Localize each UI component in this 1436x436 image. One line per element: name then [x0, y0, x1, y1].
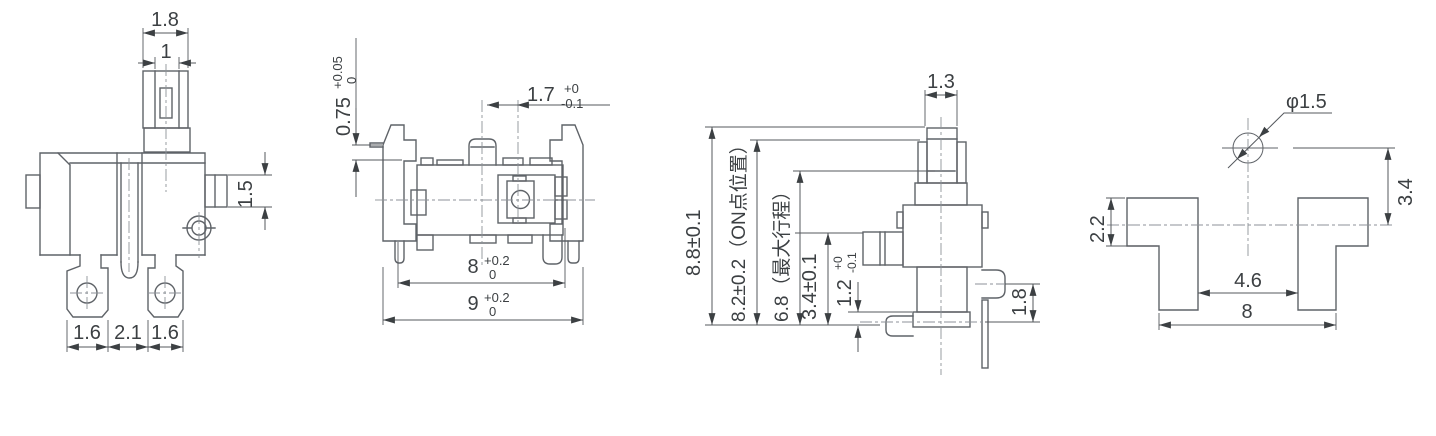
top-view-dimensions: 0.75 +0.05 0 1.7 +0 -0.1 8 +0.2 0 9 +0.2… — [330, 38, 610, 325]
dim-pad-height: 2.2 — [1087, 215, 1109, 243]
dim-terminal-gap: 2.1 — [114, 322, 142, 344]
dim-terminal-height-tol-upper: +0 — [831, 256, 845, 270]
dim-hole-diameter: φ1.5 — [1286, 91, 1327, 113]
side-view-centerlines — [860, 117, 1012, 375]
dim-terminal-height-value: 1.2 — [834, 279, 856, 307]
dim-right-terminal-width: 1.6 — [151, 322, 179, 344]
dim-overall-width-value: 9 — [467, 293, 478, 315]
dim-flange-step-value: 0.75 — [333, 97, 355, 136]
dim-body-width-tol-upper: +0.2 — [484, 253, 510, 268]
dim-flange-step-tol-lower: 0 — [344, 77, 359, 84]
dim-left-terminal-width: 1.6 — [73, 322, 101, 344]
dim-max-travel-height: 6.8（最大行程） — [771, 182, 793, 322]
pcb-layout-view: φ1.5 2.2 3.4 4.6 8 — [1087, 91, 1417, 330]
side-view-outline — [862, 127, 1006, 369]
front-view-outline — [25, 70, 228, 318]
front-view-centerlines — [70, 64, 200, 312]
dim-overall-width-tol-lower: 0 — [489, 304, 496, 319]
front-view: 1.8 1 1.5 1.6 2.1 1.6 — [25, 9, 272, 352]
dim-terminal-height-tol-lower: -0.1 — [845, 252, 859, 273]
dim-pad-outer-span: 8 — [1241, 301, 1252, 323]
pcb-layout-dimensions: φ1.5 2.2 3.4 4.6 8 — [1087, 91, 1417, 330]
dim-overall-width-tol-upper: +0.2 — [484, 290, 510, 305]
dim-hole-to-center: 3.4 — [1395, 178, 1417, 206]
dim-pin-offset-tol-upper: +0 — [564, 81, 579, 96]
dim-pad-inner-span: 4.6 — [1234, 270, 1262, 292]
top-view-centerlines — [375, 100, 595, 265]
diameter-leader-arrow-upper — [1259, 126, 1270, 137]
dim-pin-offset-tol-lower: -0.1 — [561, 96, 583, 111]
dim-body-width-tol-lower: 0 — [489, 267, 496, 282]
dim-flange-step-tol-upper: +0.05 — [330, 56, 345, 89]
pcb-layout-centerlines — [1107, 118, 1392, 258]
top-view-outline — [369, 124, 584, 265]
dim-overall-height: 8.8±0.1 — [683, 209, 705, 276]
dim-plunger-tip-width: 1 — [160, 41, 171, 63]
dim-body-width-value: 8 — [467, 256, 478, 278]
front-view-dimensions: 1.8 1 1.5 1.6 2.1 1.6 — [66, 9, 272, 352]
side-view-dimensions: 1.3 8.8±0.1 8.2±0.2（ON点位置） 6.8（最大行程） 3.4… — [683, 71, 1040, 352]
dim-bump-offset: 1.8 — [1009, 288, 1031, 316]
dim-on-point-height: 8.2±0.2（ON点位置） — [728, 135, 750, 322]
diameter-leader-arrow-lower — [1237, 148, 1248, 159]
top-view: 0.75 +0.05 0 1.7 +0 -0.1 8 +0.2 0 9 +0.2… — [330, 38, 610, 325]
dim-body-height: 3.4±0.1 — [799, 253, 821, 320]
dim-plunger-outer-width: 1.8 — [151, 9, 179, 31]
dim-pin-offset-value: 1.7 — [527, 84, 555, 106]
dim-side-tab-height: 1.5 — [235, 180, 257, 208]
side-view: 1.3 8.8±0.1 8.2±0.2（ON点位置） 6.8（最大行程） 3.4… — [683, 71, 1040, 375]
dim-lever-width: 1.3 — [927, 71, 955, 93]
